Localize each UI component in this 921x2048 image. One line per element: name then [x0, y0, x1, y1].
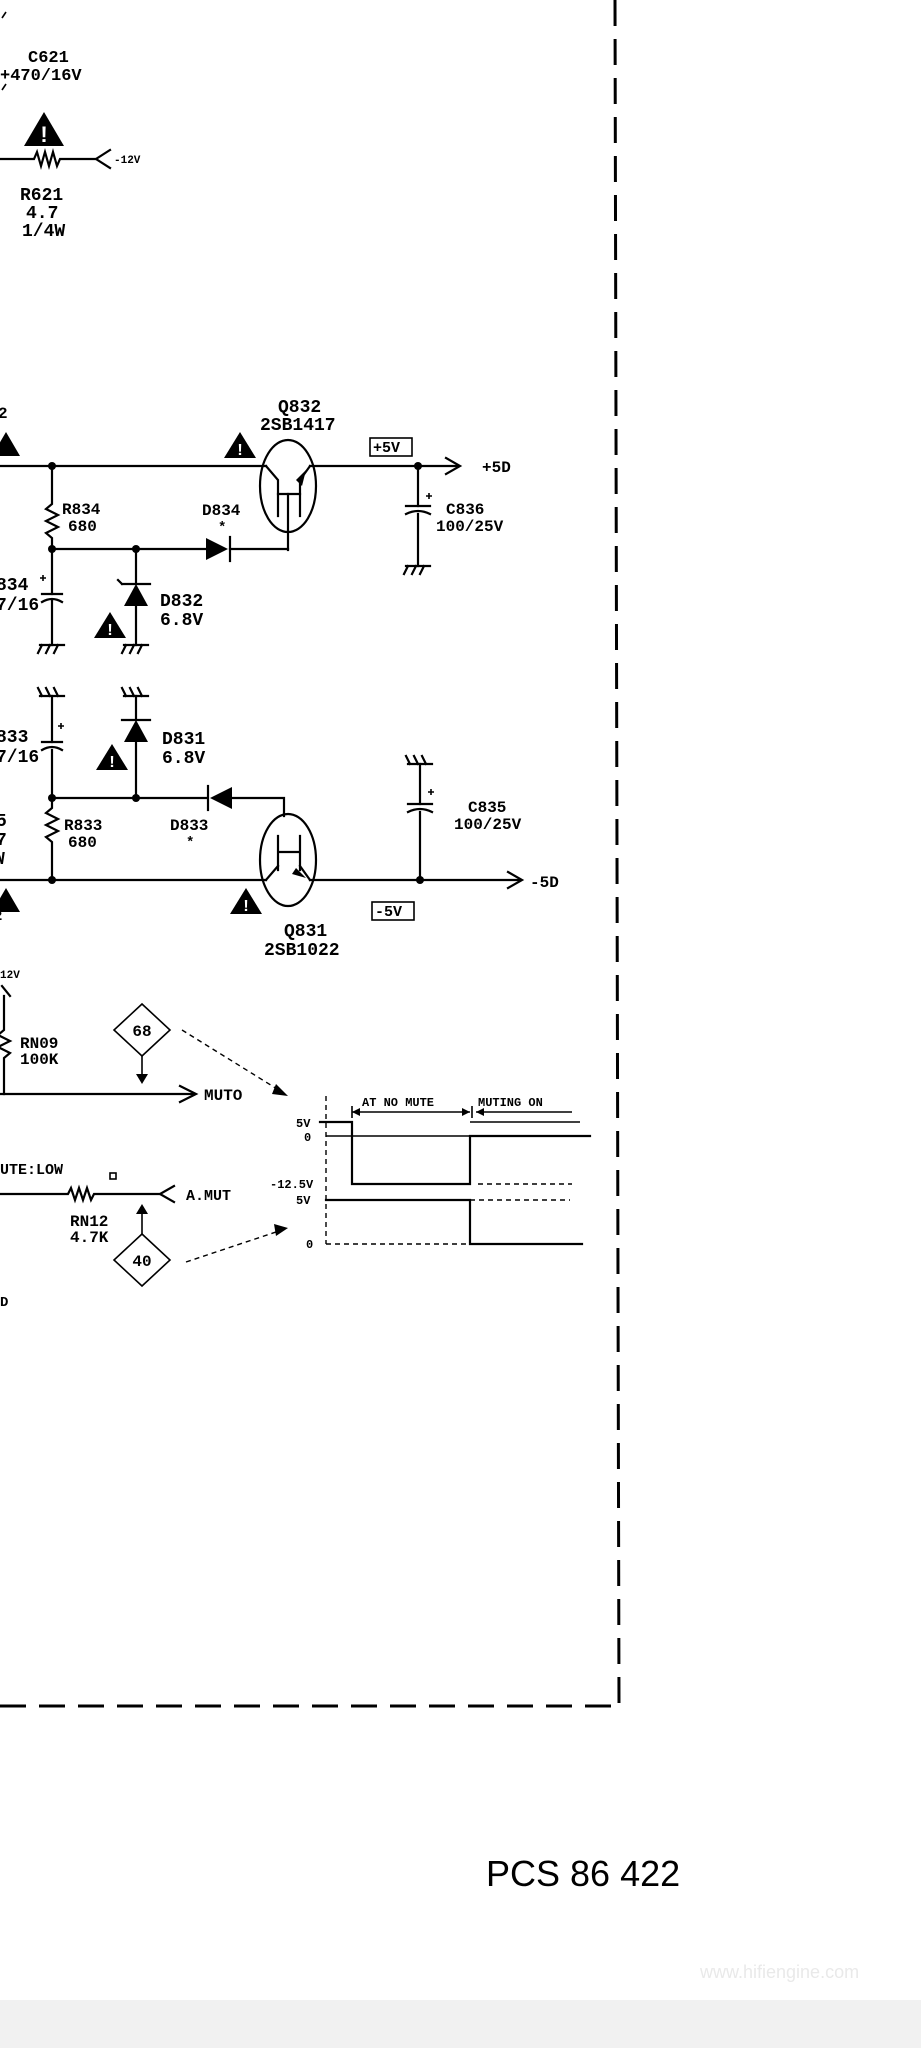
r621-label: R621	[20, 186, 63, 206]
c836-value: 100/25V	[436, 518, 504, 536]
timing-top-minus: -12.5V	[270, 1178, 314, 1192]
svg-text:7/16: 7/16	[0, 748, 39, 768]
svg-text:!: !	[109, 754, 114, 771]
d834-label: D834	[202, 502, 241, 520]
c621-label: C621	[28, 49, 69, 68]
d832-zener	[124, 584, 148, 606]
plus5v-box-label: +5V	[373, 440, 400, 457]
d834-diode	[206, 538, 228, 560]
minus12v-label: -12V	[114, 155, 141, 167]
svg-text:5: 5	[0, 812, 7, 832]
svg-text:7: 7	[0, 831, 7, 851]
svg-text:834: 834	[0, 576, 29, 596]
svg-text:12V: 12V	[0, 970, 20, 982]
d832-label: D832	[160, 592, 203, 612]
q831-label: Q831	[284, 922, 327, 942]
muto-signal: MUTO	[204, 1087, 243, 1105]
svg-text:833: 833	[0, 728, 28, 748]
svg-text:!: !	[237, 442, 242, 459]
minus5v-regulator: 833 7/16 ! D831 6.8V D833 * R833 680 5 7…	[0, 686, 559, 961]
r833-label: R833	[64, 817, 102, 835]
d833-diode	[210, 787, 232, 809]
at-no-mute-label: AT NO MUTE	[362, 1096, 434, 1110]
rn09-label: RN09	[20, 1035, 58, 1053]
svg-text:W: W	[0, 850, 5, 870]
d833-label: D833	[170, 817, 208, 835]
svg-text:*: *	[186, 835, 194, 851]
warning-icon	[230, 888, 262, 914]
q831-part: 2SB1022	[264, 941, 340, 961]
mute-timing-diagram: AT NO MUTE MUTING ON 5V 0 -12.5V 5V 0	[270, 1096, 592, 1252]
timing-top-5v: 5V	[296, 1117, 311, 1131]
rn12-label: RN12	[70, 1213, 108, 1231]
svg-text:40: 40	[132, 1253, 151, 1271]
c621-r621-section: ! C621 +470/16V -12V R621 4.7 1/4W	[0, 11, 141, 242]
plus5d-output: +5D	[482, 459, 511, 477]
d831-label: D831	[162, 730, 205, 750]
svg-text:*: *	[218, 520, 226, 536]
timing-bottom-5v: 5V	[296, 1194, 311, 1208]
document-number: PCS 86 422	[486, 1853, 680, 1894]
svg-text:D: D	[0, 1295, 8, 1311]
warning-icon	[0, 432, 20, 456]
sheet-border	[0, 0, 621, 1708]
r621-value: 4.7	[26, 204, 58, 224]
svg-text:2: 2	[0, 909, 2, 925]
footer-strip	[0, 2000, 921, 2048]
minus5d-output: -5D	[530, 874, 559, 892]
minus5v-box-label: -5V	[375, 904, 402, 921]
warning-icon	[24, 112, 64, 146]
warning-icon	[224, 432, 256, 458]
warning-icon	[0, 888, 20, 912]
plus5v-box	[369, 437, 413, 457]
svg-text:68: 68	[132, 1023, 151, 1041]
r834-label: R834	[62, 501, 101, 519]
ref-40-marker	[112, 1232, 172, 1288]
r833-value: 680	[68, 834, 97, 852]
c835-label: C835	[468, 799, 506, 817]
watermark: www.hifiengine.com	[699, 1962, 859, 1982]
rn12-value: 4.7K	[70, 1229, 109, 1247]
c621-value: +470/16V	[0, 67, 82, 86]
amut-signal: A.MUT	[186, 1188, 231, 1205]
svg-text:!: !	[243, 898, 248, 915]
c835-value: 100/25V	[454, 816, 522, 834]
timing-bottom-0: 0	[306, 1238, 313, 1252]
warning-icon	[94, 612, 126, 638]
q832-label: Q832	[278, 398, 321, 418]
timing-top-0: 0	[304, 1131, 311, 1145]
r834-value: 680	[68, 518, 97, 536]
plus5v-regulator: 2 ! Q832 2SB1417 +5V +5D R834 680	[0, 398, 511, 655]
rn09-value: 100K	[20, 1051, 59, 1069]
svg-text:!: !	[107, 622, 112, 639]
mute-section: 12V RN09 100K MUTO 68 UTE:LOW A.MUT RN12…	[0, 970, 288, 1311]
r621-power: 1/4W	[22, 222, 65, 242]
d831-zener	[124, 720, 148, 742]
svg-text:7/16: 7/16	[0, 596, 39, 616]
warning-icon	[96, 744, 128, 770]
mute-low-label: UTE:LOW	[0, 1162, 63, 1179]
svg-text:!: !	[40, 122, 47, 147]
q832-part: 2SB1417	[260, 416, 336, 436]
d831-value: 6.8V	[162, 749, 205, 769]
svg-text:2: 2	[0, 405, 8, 423]
minus5v-box	[371, 901, 415, 921]
muting-on-label: MUTING ON	[478, 1096, 543, 1110]
q831-transistor	[258, 812, 318, 908]
d832-value: 6.8V	[160, 611, 203, 631]
c836-label: C836	[446, 501, 484, 519]
